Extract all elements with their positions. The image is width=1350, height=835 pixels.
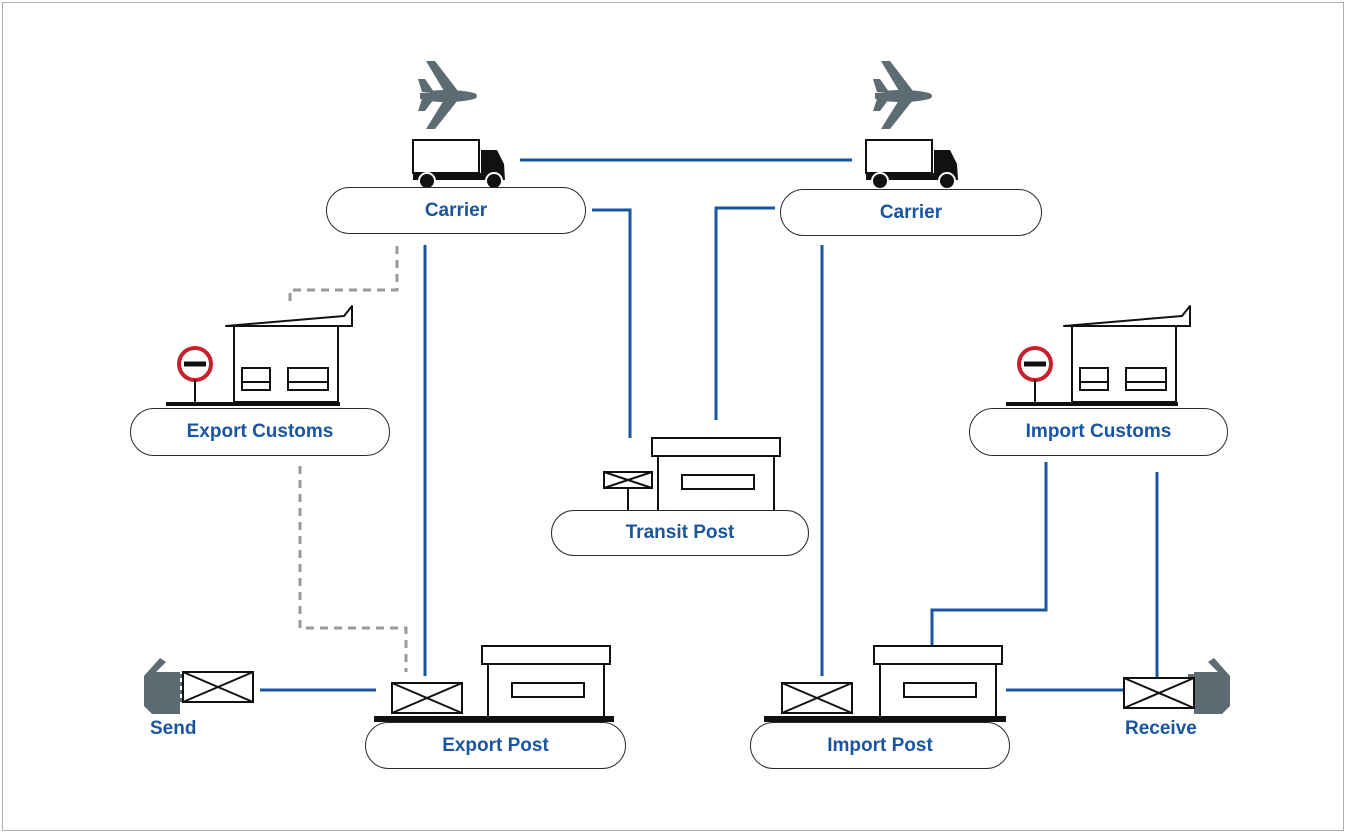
envelope-icon bbox=[182, 671, 254, 703]
carrier-left-label: Carrier bbox=[424, 199, 488, 221]
truck-icon bbox=[412, 139, 506, 190]
blue-links bbox=[260, 158, 1159, 692]
building-icon bbox=[651, 437, 781, 513]
import-post-label: Import Post bbox=[827, 734, 933, 756]
receive-label: Receive bbox=[1125, 718, 1197, 739]
building-icon bbox=[225, 305, 353, 403]
airplane-icon bbox=[418, 61, 477, 129]
carrier-left-node[interactable]: Carrier bbox=[326, 187, 586, 234]
truck-icon bbox=[865, 139, 959, 190]
hand-icon bbox=[142, 656, 188, 716]
envelope-icon bbox=[391, 682, 463, 714]
import-customs-label: Import Customs bbox=[1025, 421, 1172, 442]
mailbox-icon bbox=[603, 471, 653, 512]
ground-line bbox=[374, 716, 614, 722]
export-post-node[interactable]: Export Post bbox=[365, 722, 626, 769]
transit-post-label: Transit Post bbox=[625, 522, 735, 543]
building-icon bbox=[873, 645, 1003, 721]
carrier-right-label: Carrier bbox=[879, 201, 943, 223]
customs-dashed-links bbox=[288, 246, 408, 672]
export-customs-node[interactable]: Export Customs bbox=[130, 408, 390, 456]
import-customs-node[interactable]: Import Customs bbox=[969, 408, 1228, 456]
export-customs-label: Export Customs bbox=[186, 421, 334, 442]
import-post-node[interactable]: Import Post bbox=[750, 722, 1010, 769]
send-label: Send bbox=[150, 718, 197, 739]
building-icon bbox=[1063, 305, 1191, 403]
export-post-label: Export Post bbox=[442, 734, 549, 756]
transit-post-node[interactable]: Transit Post bbox=[551, 510, 809, 556]
building-icon bbox=[481, 645, 611, 721]
ground-line bbox=[764, 716, 1006, 722]
stop-sign-icon bbox=[1017, 346, 1053, 406]
envelope-icon bbox=[1123, 677, 1195, 709]
carrier-right-node[interactable]: Carrier bbox=[780, 189, 1042, 236]
stop-sign-icon bbox=[177, 346, 213, 406]
envelope-icon bbox=[781, 682, 853, 714]
airplane-icon bbox=[873, 61, 932, 129]
